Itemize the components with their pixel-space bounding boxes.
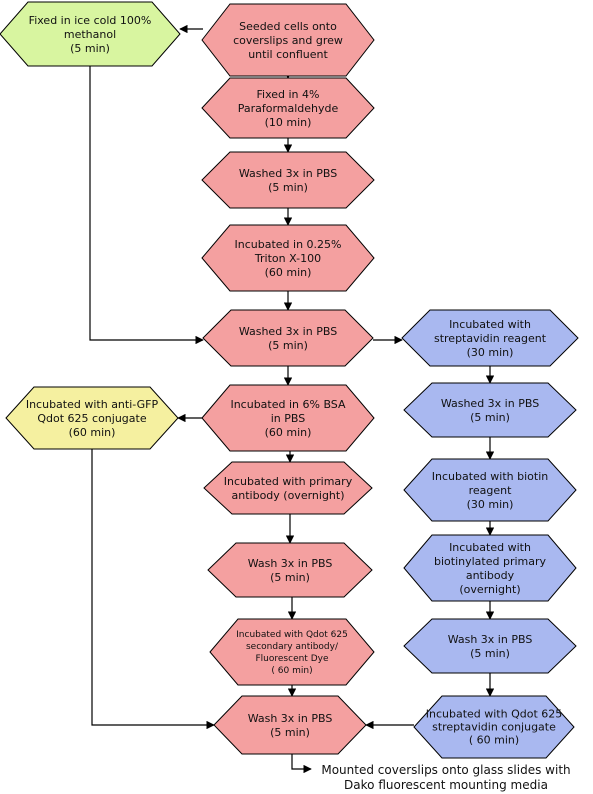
edge-antigfp-finalwash <box>91 449 215 730</box>
node-label: (5 min) <box>268 339 308 352</box>
node-label: (60 min) <box>265 426 312 439</box>
node-label: Incubated with Qdot 625 <box>236 630 348 640</box>
node-label: Incubated with <box>449 318 531 331</box>
node-label: (5 min) <box>470 647 510 660</box>
node-shape <box>0 1 181 67</box>
node-label: Incubated with anti-GFP <box>26 398 159 411</box>
node-label: Fluorescent Dye <box>256 654 329 664</box>
edge-finalwash-mount <box>291 754 312 774</box>
node-label: Incubated with <box>449 541 531 554</box>
node-label: Fixed in ice cold 100% <box>29 14 152 27</box>
node-label: in PBS <box>271 412 306 425</box>
node-label: antibody <box>466 569 515 582</box>
edges <box>89 24 495 774</box>
final-step: Mounted coverslips onto glass slides wit… <box>321 763 570 792</box>
node-shape <box>403 458 577 522</box>
node-label: Wash 3x in PBS <box>248 712 333 725</box>
node-label: biotinylated primary <box>434 555 547 568</box>
node-label: secondary antibody/ <box>246 642 339 652</box>
node-shape <box>403 618 577 674</box>
final-step-label: Dako fluorescent mounting media <box>344 778 548 792</box>
node-label: Fixed in 4% <box>257 88 320 101</box>
node-label: Triton X-100 <box>254 252 321 265</box>
node-final-wash: Wash 3x in PBS(5 min) <box>213 695 367 755</box>
node-label: (10 min) <box>265 116 312 129</box>
node-shape <box>201 77 375 139</box>
node-label: (60 min) <box>265 266 312 279</box>
edge-methanol-wash2 <box>89 66 204 345</box>
node-wash2: Washed 3x in PBS(5 min) <box>202 309 374 367</box>
node-label: Seeded cells onto <box>239 20 337 33</box>
node-label: Incubated with Qdot 625 <box>426 708 563 721</box>
node-label: (overnight) <box>459 583 520 596</box>
node-wash1: Washed 3x in PBS(5 min) <box>201 151 375 209</box>
node-shape <box>203 461 373 515</box>
node-shape <box>201 151 375 209</box>
node-label: (60 min) <box>69 426 116 439</box>
node-label: coverslips and grew <box>233 34 343 47</box>
node-shape <box>403 382 577 438</box>
node-bwash1: Washed 3x in PBS(5 min) <box>403 382 577 438</box>
node-shape <box>201 384 375 452</box>
node-label: Washed 3x in PBS <box>239 167 337 180</box>
node-shape <box>207 542 373 598</box>
node-label: Incubated with biotin <box>432 470 548 483</box>
node-triton: Incubated in 0.25%Triton X-100(60 min) <box>201 224 375 292</box>
node-shape <box>209 618 375 686</box>
node-shape <box>201 224 375 292</box>
node-label: Washed 3x in PBS <box>239 325 337 338</box>
node-shape <box>5 386 179 450</box>
node-shape <box>413 695 575 759</box>
node-shape <box>403 534 577 602</box>
node-bwash2: Wash 3x in PBS(5 min) <box>403 618 577 674</box>
node-label: (5 min) <box>470 411 510 424</box>
node-label: ( 60 min) <box>271 666 312 676</box>
node-label: Paraformaldehyde <box>238 102 339 115</box>
node-shape <box>401 309 579 367</box>
node-label: Qdot 625 conjugate <box>37 412 146 425</box>
node-label: Washed 3x in PBS <box>441 397 539 410</box>
node-label: until confluent <box>248 48 328 61</box>
node-label: Wash 3x in PBS <box>448 633 533 646</box>
node-label: Incubated with primary <box>224 475 353 488</box>
node-label: streptavidin reagent <box>434 332 547 345</box>
node-pwash: Wash 3x in PBS(5 min) <box>207 542 373 598</box>
node-shape <box>213 695 367 755</box>
node-label: Incubated in 6% BSA <box>230 398 346 411</box>
node-label: (5 min) <box>270 571 310 584</box>
node-label: (5 min) <box>268 181 308 194</box>
node-secondary: Incubated with Qdot 625 secondary antibod… <box>209 618 375 686</box>
node-label: Wash 3x in PBS <box>248 557 333 570</box>
node-label: (5 min) <box>270 726 310 739</box>
node-label: antibody (overnight) <box>232 489 345 502</box>
node-methanol: Fixed in ice cold 100%methanol(5 min) <box>0 1 181 67</box>
node-label: (30 min) <box>467 346 514 359</box>
node-label: (5 min) <box>70 42 110 55</box>
node-label: methanol <box>64 28 116 41</box>
node-label: (30 min) <box>467 498 514 511</box>
node-shape <box>201 3 375 77</box>
node-label: ( 60 min) <box>469 734 519 747</box>
node-label: streptavidin conjugate <box>432 721 556 734</box>
node-shape <box>202 309 374 367</box>
final-step-label: Mounted coverslips onto glass slides wit… <box>321 763 570 777</box>
node-label: reagent <box>469 484 513 497</box>
node-para: Fixed in 4%Paraformaldehyde(10 min) <box>201 77 375 139</box>
node-label: Incubated in 0.25% <box>235 238 342 251</box>
